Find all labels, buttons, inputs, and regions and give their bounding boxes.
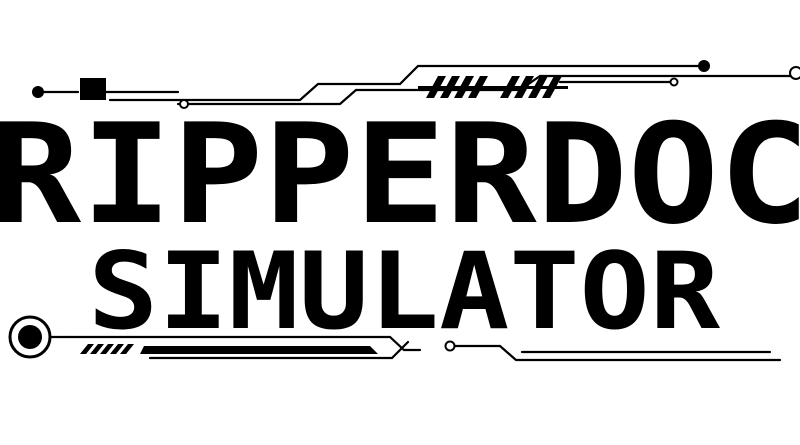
top-hash-bars (418, 76, 568, 98)
bottom-hash-bars (80, 344, 378, 354)
title-line-simulator: SIMULATOR (88, 230, 720, 353)
title-line-ripperdoc: RIPPERDOC (0, 94, 800, 255)
bottom-circuit-decoration (8, 315, 782, 362)
